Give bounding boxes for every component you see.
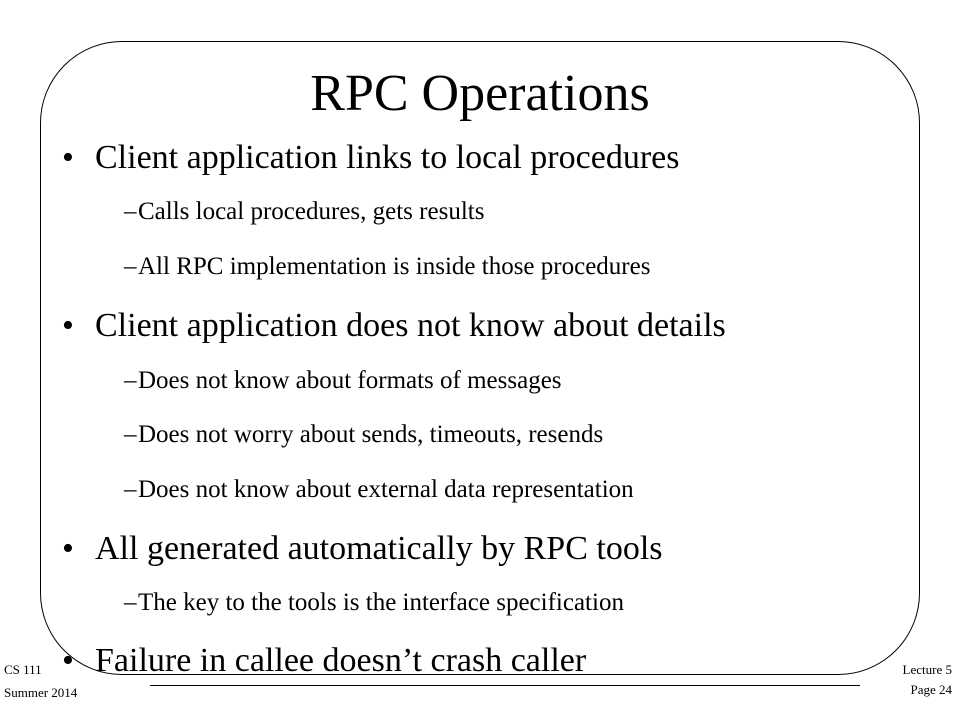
sub-bullet-item: –Calls local procedures, gets results xyxy=(124,197,484,227)
sub-bullet-marker: – xyxy=(124,589,137,616)
bullet-text: Client application does not know about d… xyxy=(95,307,726,344)
sub-bullet-marker: – xyxy=(124,198,137,225)
sub-bullet-item: –The key to the tools is the interface s… xyxy=(124,588,624,618)
bullet-item: • Failure in callee doesn’t crash caller xyxy=(62,641,586,681)
sub-bullet-marker: – xyxy=(124,367,137,394)
bullet-item: • All generated automatically by RPC tool… xyxy=(62,529,663,569)
sub-bullet-item: –All RPC implementation is inside those … xyxy=(124,252,650,282)
sub-bullet-marker: – xyxy=(124,253,137,280)
bullet-marker: • xyxy=(62,139,74,176)
bullet-marker: • xyxy=(62,530,74,567)
bullet-text: All generated automatically by RPC tools xyxy=(95,530,663,567)
bullet-item: • Client application does not know about … xyxy=(62,306,726,346)
slide-title: RPC Operations xyxy=(310,65,650,122)
bullet-item: • Client application links to local proce… xyxy=(62,138,679,178)
sub-bullet-marker: – xyxy=(124,421,137,448)
sub-bullet-text: All RPC implementation is inside those p… xyxy=(138,253,651,280)
sub-bullet-text: The key to the tools is the interface sp… xyxy=(138,589,624,616)
footer-rule xyxy=(150,685,860,686)
footer-page: Page 24 xyxy=(910,682,952,697)
sub-bullet-item: –Does not know about external data repre… xyxy=(124,475,634,505)
sub-bullet-text: Does not know about external data repres… xyxy=(138,476,634,503)
sub-bullet-text: Calls local procedures, gets results xyxy=(138,198,485,225)
sub-bullet-text: Does not worry about sends, timeouts, re… xyxy=(138,421,604,448)
sub-bullet-marker: – xyxy=(124,476,137,503)
sub-bullet-item: –Does not know about formats of messages xyxy=(124,366,562,396)
sub-bullet-text: Does not know about formats of messages xyxy=(138,367,562,394)
slide-frame xyxy=(40,41,920,675)
bullet-text: Failure in callee doesn’t crash caller xyxy=(95,642,587,679)
bullet-marker: • xyxy=(62,642,74,679)
sub-bullet-item: –Does not worry about sends, timeouts, r… xyxy=(124,420,603,450)
footer-course: CS 111 xyxy=(4,662,42,677)
footer-lecture: Lecture 5 xyxy=(902,662,952,677)
footer-term: Summer 2014 xyxy=(4,685,78,700)
bullet-text: Client application links to local proced… xyxy=(95,139,680,176)
bullet-marker: • xyxy=(62,307,74,344)
